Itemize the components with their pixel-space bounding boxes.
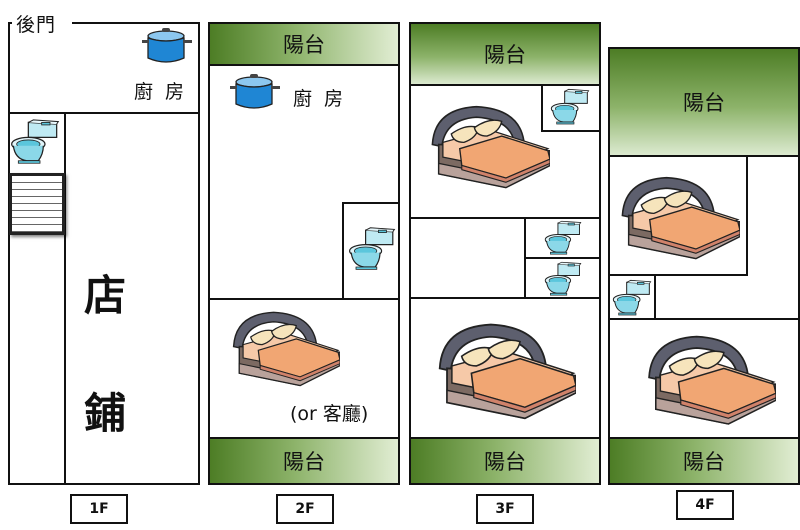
balcony-2F-top: 陽台 (208, 22, 400, 66)
toilet-icon (612, 279, 652, 317)
toilet-icon (10, 118, 60, 166)
bed-icon (424, 94, 550, 196)
bed-icon (226, 306, 340, 388)
floor-label-1F: 1F (70, 494, 128, 524)
balcony-2F-bottom: 陽台 (208, 437, 400, 485)
wall-3F-horizontal-2 (409, 297, 601, 299)
shop-char-2: 鋪 (84, 389, 127, 438)
wall-1F-vertical (64, 112, 66, 485)
bed-icon (430, 316, 576, 422)
floor-1F-plan (8, 22, 200, 485)
floor-label-3F: 3F (476, 494, 534, 524)
bed-icon (614, 166, 740, 266)
toilet-icon (550, 88, 590, 126)
toilet-icon (348, 226, 396, 272)
floor-label-4F: 4F (676, 490, 734, 520)
toilet-icon (544, 261, 582, 297)
balcony-4F-top: 陽台 (608, 47, 800, 157)
toilet-icon (544, 220, 582, 256)
bed-icon (640, 328, 776, 428)
living-room-note: (or 客廳) (290, 403, 369, 425)
back-door-label: 後門 (16, 14, 57, 36)
stairs-icon (9, 173, 65, 235)
shop-char-1: 店 (84, 271, 127, 320)
wall-4F-horizontal (608, 318, 800, 320)
balcony-3F-top: 陽台 (409, 22, 601, 86)
wall-3F-horizontal-1 (409, 217, 601, 219)
pot-icon (142, 26, 192, 66)
wall-1F-horizontal (8, 112, 200, 114)
balcony-3F-bottom: 陽台 (409, 437, 601, 485)
balcony-4F-bottom: 陽台 (608, 437, 800, 485)
wall-2F-horizontal (208, 298, 400, 300)
kitchen-label-2F: 廚 房 (293, 88, 347, 110)
pot-icon (230, 72, 280, 112)
floor-label-2F: 2F (276, 494, 334, 524)
kitchen-label-1F: 廚 房 (134, 81, 188, 103)
